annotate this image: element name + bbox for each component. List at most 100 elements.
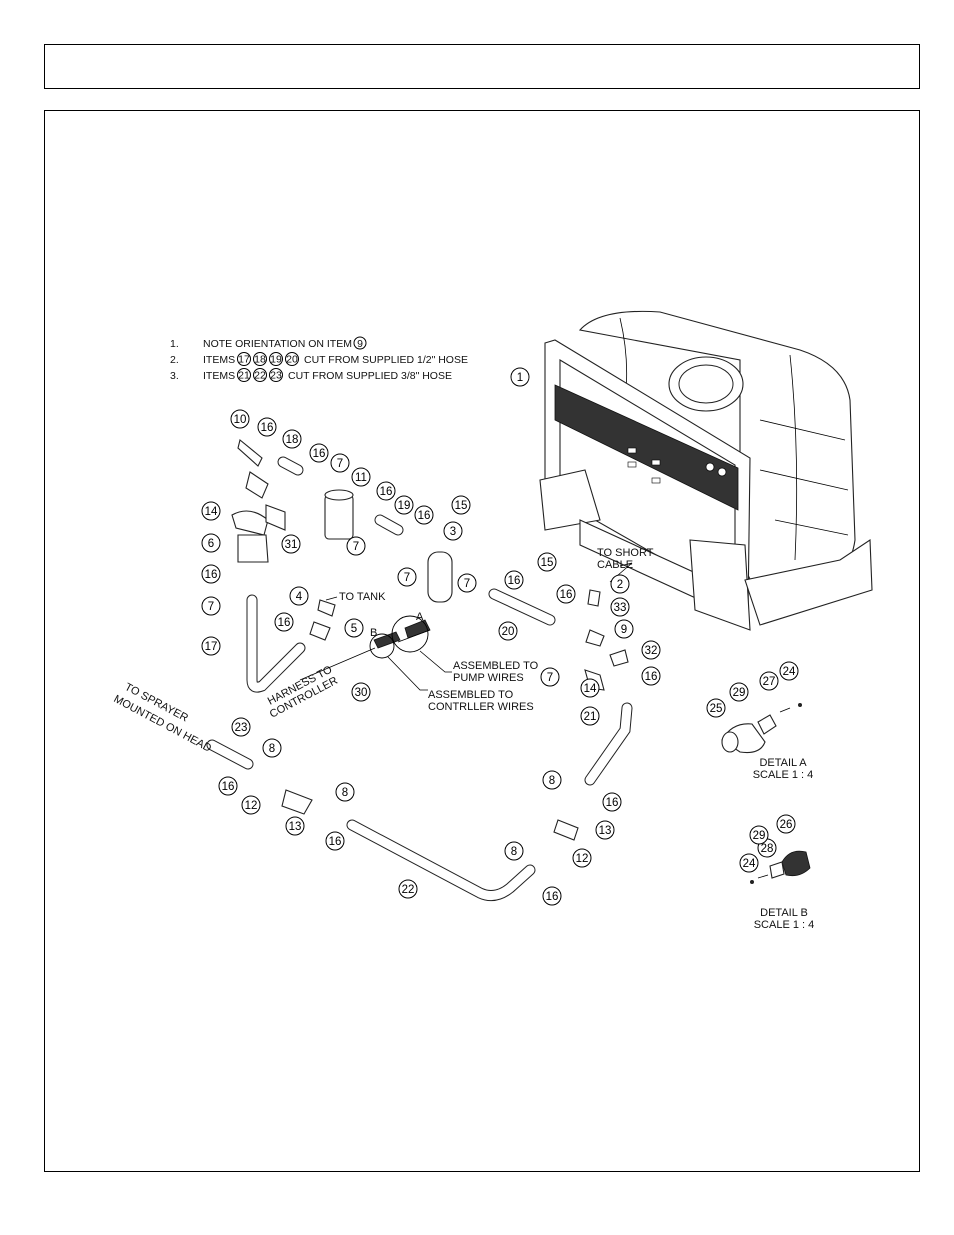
callout-number: 8 [511,846,517,858]
tank-frame [539,339,873,631]
label-to-tank: TO TANK [339,591,386,603]
callout-number: 28 [761,843,774,855]
callout-bubble-7: 7 [540,667,560,687]
label-conn-a: A [416,611,424,623]
callout-bubble-16: 16 [641,666,661,686]
callout-number: 5 [351,623,357,635]
callout-number: 14 [584,683,597,695]
callout-number: 15 [455,500,468,512]
callout-number: 21 [584,711,597,723]
callout-number: 24 [743,858,756,870]
callout-bubble-12: 12 [241,795,261,815]
note-3-item: 22 [254,370,266,382]
callout-number: 16 [508,575,521,587]
callout-bubble-20: 20 [498,621,518,641]
callout-number: 16 [222,781,235,793]
header-box [44,44,920,89]
callout-bubble-18: 18 [282,429,302,449]
callout-bubble-16: 16 [542,886,562,906]
callout-bubble-26: 26 [776,814,796,834]
callout-number: 12 [576,853,589,865]
callout-number: 6 [208,538,214,550]
callout-number: 29 [753,830,766,842]
note-3-item-circle [237,368,251,382]
note-3-text: ITEMS [203,370,235,382]
callout-bubble-16: 16 [556,584,576,604]
note-2-item-circle [253,352,267,366]
callout-number: 8 [342,787,348,799]
callout-bubble-16: 16 [201,564,221,584]
spray-tank [578,310,856,599]
label-assembled-pump-2: PUMP WIRES [453,672,524,684]
callout-bubble-22: 22 [398,879,418,899]
callout-number: 31 [285,539,298,551]
callout-bubble-14: 14 [580,678,600,698]
label-detail-a: DETAIL A [759,757,807,769]
callout-number: 9 [621,624,627,636]
callout-number: 27 [763,676,776,688]
callout-number: 2 [617,579,623,591]
label-conn-b: B [370,627,377,639]
note-2-item-circle [285,352,299,366]
callout-bubble-16: 16 [218,776,238,796]
callout-bubble-3: 3 [443,521,463,541]
note-3-item: 21 [238,370,250,382]
note-1-text: NOTE ORIENTATION ON ITEM [203,338,352,350]
callout-number: 24 [783,666,796,678]
callout-bubble-33: 33 [610,597,630,617]
callout-number: 16 [380,486,393,498]
note-1-item-circle [353,336,367,350]
callout-bubble-6: 6 [201,533,221,553]
fittings [231,439,629,841]
detail-b [750,850,811,884]
callout-number: 23 [235,722,248,734]
note-3-suffix: CUT FROM SUPPLIED 3/8" HOSE [288,370,452,382]
callout-number: 11 [355,472,367,484]
callout-bubble-13: 13 [595,820,615,840]
note-2-item-circle [237,352,251,366]
callout-bubble-19: 19 [394,495,414,515]
note-2-item: 19 [270,354,282,366]
callout-bubble-1: 1 [510,367,530,387]
callout-number: 7 [337,458,343,470]
callout-number: 13 [289,821,302,833]
callout-bubble-7: 7 [397,567,417,587]
callout-bubble-8: 8 [542,770,562,790]
callout-bubble-17: 17 [201,636,221,656]
callout-bubble-16: 16 [309,443,329,463]
callout-number: 14 [205,506,218,518]
callout-number: 25 [710,703,723,715]
callout-number: 3 [450,526,456,538]
callout-bubble-15: 15 [451,495,471,515]
callout-number: 1 [517,372,523,384]
callout-number: 7 [404,572,410,584]
callout-bubble-7: 7 [346,536,366,556]
callout-number: 26 [780,819,793,831]
hose-parts [206,456,633,902]
callout-number: 7 [547,672,553,684]
callout-number: 7 [353,541,359,553]
harness-cable [299,615,452,691]
callout-bubble-13: 13 [285,816,305,836]
callout-number: 4 [296,591,303,603]
callout-number: 12 [245,800,258,812]
callout-bubble-7: 7 [457,573,477,593]
callout-number: 16 [313,448,326,460]
callout-number: 13 [599,825,612,837]
callout-bubble-9: 9 [614,619,634,639]
callout-number: 32 [645,645,658,657]
callout-bubble-32: 32 [641,640,661,660]
callout-number: 20 [502,626,515,638]
callout-bubble-31: 31 [281,534,301,554]
callout-number: 16 [560,589,573,601]
callout-number: 33 [614,602,627,614]
callout-number: 16 [418,510,431,522]
callout-bubble-21: 21 [580,706,600,726]
callout-bubble-23: 23 [231,717,251,737]
callout-bubble-16: 16 [274,612,294,632]
callout-number: 15 [541,557,554,569]
callout-bubble-16: 16 [504,570,524,590]
label-detail-b: DETAIL B [760,907,808,919]
label-detail-a-scale: SCALE 1 : 4 [753,769,814,781]
label-assembled-ctrl-2: CONTRLLER WIRES [428,701,534,713]
